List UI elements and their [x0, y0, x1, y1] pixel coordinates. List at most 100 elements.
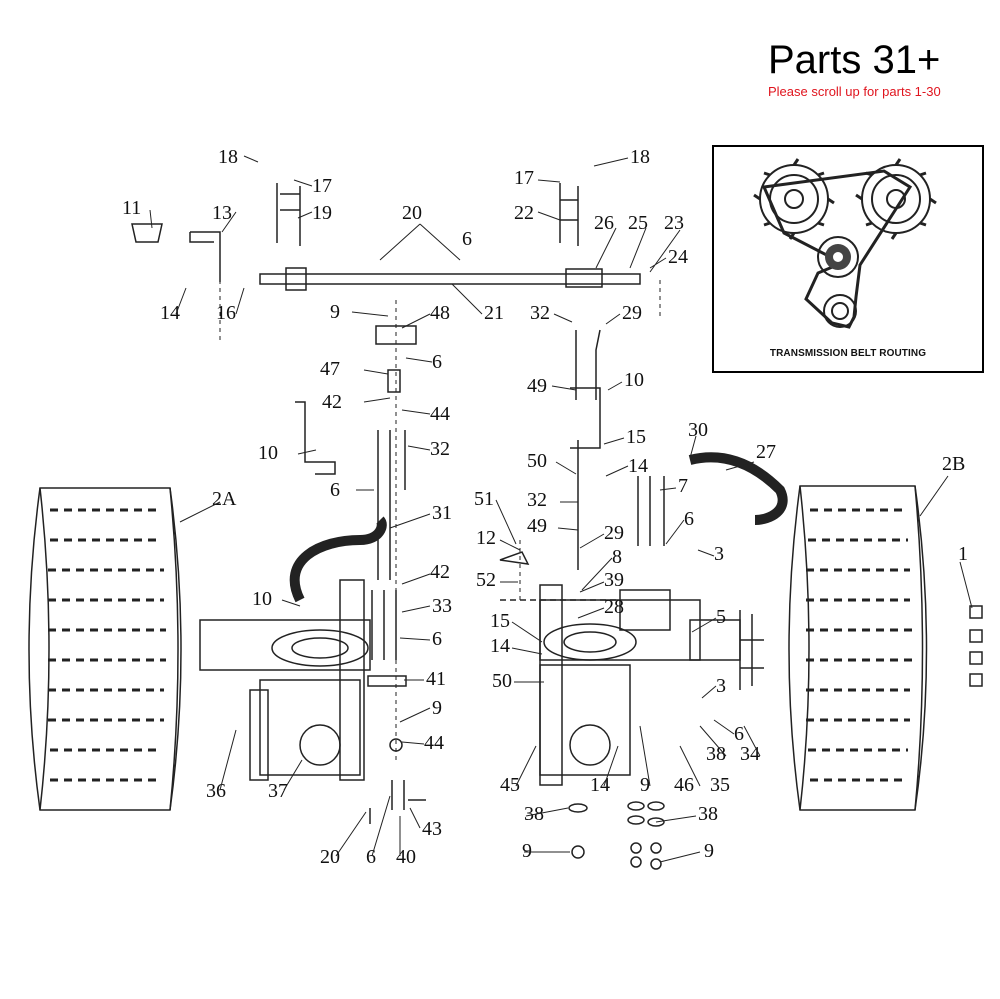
callout: 6 — [684, 508, 694, 530]
callout: 24 — [668, 246, 688, 268]
callout: 17 — [514, 167, 534, 189]
callout: 32 — [430, 438, 450, 460]
pedal-arm-left — [276, 183, 301, 246]
callout: 23 — [664, 212, 684, 234]
callout: 19 — [312, 202, 332, 224]
bracket-10-right — [570, 387, 601, 449]
callout: 18 — [218, 146, 238, 168]
callout: 14 — [590, 774, 610, 796]
callout: 11 — [122, 197, 141, 219]
callout: 14 — [160, 302, 180, 324]
callout: 45 — [500, 774, 520, 796]
callout: 38 — [706, 743, 726, 765]
shaft-collar — [565, 268, 603, 288]
inset-caption: TRANSMISSION BELT ROUTING — [769, 348, 927, 359]
pedal-shaft — [259, 273, 641, 285]
callout: 6 — [462, 228, 472, 250]
callout: 1 — [958, 543, 968, 565]
belt-routing-inset: TRANSMISSION BELT ROUTING — [712, 145, 984, 373]
callout: 22 — [514, 202, 534, 224]
callout: 6 — [432, 351, 442, 373]
bracket-10-left — [295, 401, 336, 475]
wheel-2B — [788, 485, 928, 811]
callout: 25 — [628, 212, 648, 234]
callout: 2A — [212, 488, 237, 510]
callout: 26 — [594, 212, 614, 234]
callout: 15 — [490, 610, 510, 632]
right-drive-pulley — [855, 158, 937, 240]
wheel-2A — [28, 487, 182, 811]
callout: 42 — [430, 561, 450, 583]
callout: 10 — [624, 369, 644, 391]
callout: 14 — [628, 455, 648, 477]
callout: 18 — [630, 146, 650, 168]
callout-labels: 18 17 19 11 1 3 20 6 22 17 18 26 25 23 24… — [122, 146, 968, 868]
callout: 3 — [714, 543, 724, 565]
knob-11 — [131, 223, 163, 243]
callout: 43 — [422, 818, 442, 840]
callout: 17 — [312, 175, 332, 197]
shaft-bushing — [285, 267, 307, 291]
callout: 32 — [527, 489, 547, 511]
lever-13 — [189, 231, 221, 282]
plate-41 — [367, 675, 407, 687]
callout: 46 — [674, 774, 694, 796]
callout: 36 — [206, 780, 226, 802]
callout: 12 — [476, 527, 496, 549]
callout: 9 — [330, 301, 340, 323]
callout: 49 — [527, 375, 547, 397]
hose-27 — [688, 452, 788, 525]
callout: 14 — [490, 635, 510, 657]
callout: 5 — [716, 606, 726, 628]
callout: 29 — [622, 302, 642, 324]
callout: 52 — [476, 569, 496, 591]
callout: 44 — [424, 732, 444, 754]
hub-5 — [739, 610, 764, 690]
callout: 6 — [734, 723, 744, 745]
callout: 6 — [330, 479, 340, 501]
callout: 37 — [268, 780, 288, 802]
hose-31 — [289, 516, 387, 603]
callout: 20 — [402, 202, 422, 224]
callout: 20 — [320, 846, 340, 868]
callout: 38 — [698, 803, 718, 825]
callout: 32 — [530, 302, 550, 324]
springs-33-left — [371, 590, 397, 660]
idler-pulley — [817, 236, 859, 278]
callout: 27 — [756, 441, 776, 463]
callout: 30 — [688, 419, 708, 441]
lug-nuts-1 — [969, 605, 983, 687]
callout: 6 — [366, 846, 376, 868]
left-transaxle — [199, 579, 371, 781]
callout: 44 — [430, 403, 450, 425]
callout: 9 — [432, 697, 442, 719]
callout: 28 — [604, 596, 624, 618]
pedal-arm-right — [559, 183, 579, 246]
callout: 9 — [522, 840, 532, 862]
callout: 42 — [322, 391, 342, 413]
spring-47 — [387, 369, 401, 393]
callout: 15 — [626, 426, 646, 448]
callout: 16 — [216, 302, 236, 324]
bolt-32-left — [377, 430, 406, 580]
callout: 41 — [426, 668, 446, 690]
callout: 6 — [432, 628, 442, 650]
callout: 3 — [716, 675, 726, 697]
callout: 10 — [258, 442, 278, 464]
callout: 7 — [678, 475, 688, 497]
callout: 29 — [604, 522, 624, 544]
callout: 35 — [710, 774, 730, 796]
left-drive-pulley — [753, 158, 835, 240]
bracket-12 — [499, 551, 530, 565]
callout: 47 — [320, 358, 340, 380]
callout: 9 — [640, 774, 650, 796]
callout: 40 — [396, 846, 416, 868]
callout: 34 — [740, 743, 760, 765]
callout: 2B — [942, 453, 965, 475]
callout: 31 — [432, 502, 452, 524]
callout: 50 — [492, 670, 512, 692]
callout: 51 — [474, 488, 494, 510]
callout: 49 — [527, 515, 547, 537]
callout: 33 — [432, 595, 452, 617]
